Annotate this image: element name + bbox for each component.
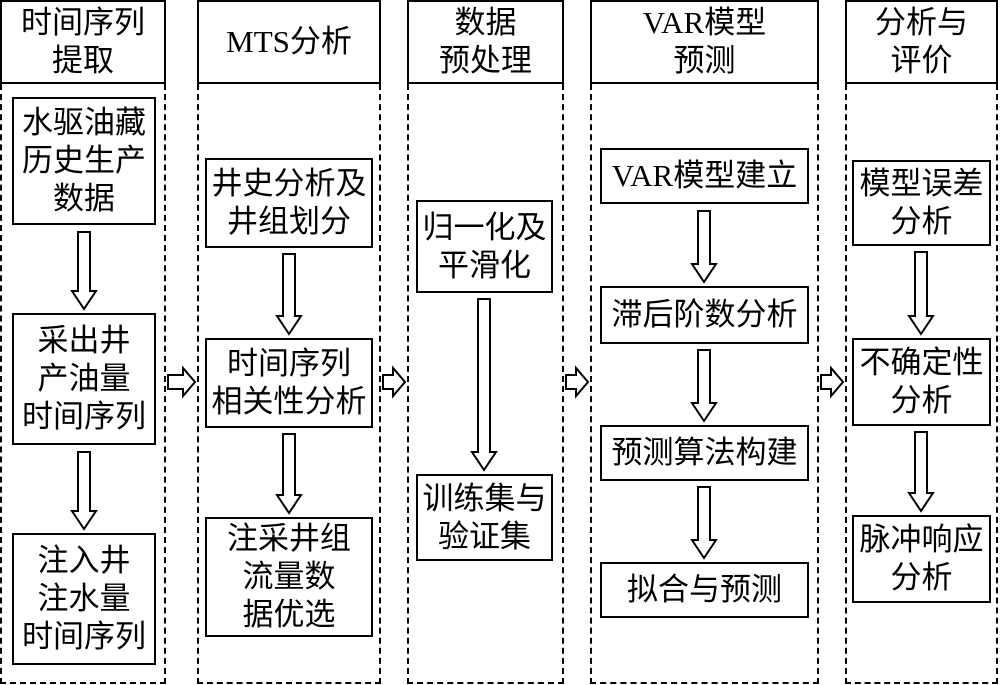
step-box: 时间序列 相关性分析 (205, 338, 373, 428)
down-arrow-icon (907, 251, 935, 336)
right-arrow-icon (565, 365, 590, 399)
right-arrow-icon (820, 365, 845, 399)
header-time-series-extraction: 时间序列 提取 (0, 0, 166, 84)
down-arrow-icon (690, 349, 718, 423)
step-box: 预测算法构建 (600, 425, 809, 481)
step-box: 采出井 产油量 时间序列 (12, 313, 156, 445)
step-box: 水驱油藏 历史生产 数据 (12, 97, 156, 225)
step-box: VAR模型建立 (600, 148, 809, 204)
step-box: 脉冲响应 分析 (852, 515, 991, 603)
step-box: 注采井组 流量数 据优选 (205, 517, 373, 637)
right-arrow-icon (382, 365, 407, 399)
step-box: 滞后阶数分析 (600, 286, 809, 344)
column-5-container (845, 84, 998, 684)
down-arrow-icon (275, 253, 303, 336)
step-box: 井史分析及 井组划分 (205, 158, 373, 248)
column-4-container (590, 84, 819, 684)
down-arrow-icon (470, 298, 498, 472)
down-arrow-icon (275, 433, 303, 515)
column-1-container (0, 84, 166, 684)
header-analysis-evaluation: 分析与 评价 (845, 0, 998, 84)
step-box: 拟合与预测 (600, 562, 809, 618)
down-arrow-icon (70, 231, 98, 311)
step-box: 训练集与 验证集 (416, 474, 553, 561)
step-box: 归一化及 平滑化 (416, 200, 553, 293)
down-arrow-icon (690, 486, 718, 560)
header-data-preprocessing: 数据 预处理 (407, 0, 564, 84)
step-box: 注入井 注水量 时间序列 (12, 533, 156, 665)
down-arrow-icon (70, 451, 98, 531)
down-arrow-icon (690, 210, 718, 284)
down-arrow-icon (907, 431, 935, 513)
header-mts-analysis: MTS分析 (197, 0, 381, 84)
column-3-container (407, 84, 564, 684)
column-2-container (197, 84, 381, 684)
right-arrow-icon (167, 365, 197, 399)
step-box: 模型误差 分析 (852, 160, 991, 246)
step-box: 不确定性 分析 (852, 338, 991, 426)
header-var-model-prediction: VAR模型 预测 (590, 0, 819, 84)
